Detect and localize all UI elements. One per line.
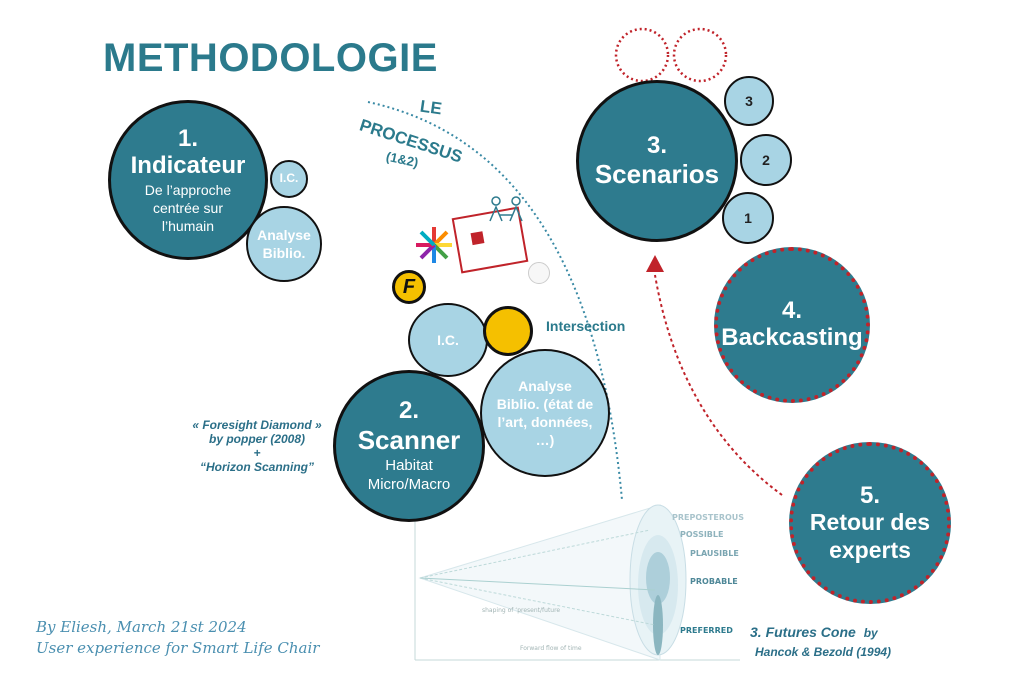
indicator-title: Indicateur	[130, 152, 246, 180]
foresight-line1: « Foresight Diamond »	[192, 418, 322, 432]
indicator-subtitle: De l’approche centrée sur l’humain	[144, 181, 232, 235]
indicator-circle: 1. Indicateur De l’approche centrée sur …	[108, 100, 268, 260]
foresight-line4: “Horizon Scanning”	[200, 460, 314, 474]
scenarios-circle: 3. Scenarios	[576, 80, 738, 242]
meeting-icon	[489, 196, 523, 222]
scanner-line2: Micro/Macro	[367, 476, 451, 494]
scenario-1-label: 1	[744, 210, 752, 226]
indicator-biblio-circle: Analyse Biblio.	[246, 206, 322, 282]
page-title: METHODOLOGIE	[103, 36, 438, 80]
scenario-3-circle: 3	[724, 76, 774, 126]
foresight-note: « Foresight Diamond » by popper (2008) +…	[182, 418, 332, 474]
scanner-line1: Habitat	[385, 456, 433, 474]
cone-label-probable: PROBABLE	[690, 577, 738, 586]
small-logo-icon	[528, 262, 550, 284]
foresight-line3: +	[253, 446, 261, 460]
intersection-label: Intersection	[546, 318, 626, 334]
scenario-3-label: 3	[745, 93, 753, 109]
scenarios-number: 3.	[646, 131, 667, 159]
f-logo-icon: F	[392, 270, 426, 304]
school-logo-mark	[470, 231, 485, 246]
backcasting-number: 4.	[781, 296, 802, 324]
svg-text:shaping of ‘present/future: shaping of ‘present/future	[482, 607, 560, 614]
feedback-arrow	[654, 274, 783, 496]
backcasting-circle: 4. Backcasting	[714, 247, 870, 403]
scanner-ic-label: I.C.	[437, 331, 459, 348]
intersection-circle	[483, 306, 533, 356]
cone-caption-by: by	[863, 626, 878, 640]
scenario-2-label: 2	[762, 152, 770, 168]
experts-number: 5.	[859, 481, 880, 509]
arrow-head	[646, 255, 664, 272]
cone-label-plausible: PLAUSIBLE	[690, 549, 739, 558]
scanner-biblio-circle: Analyse Biblio. (état de l’art, données,…	[480, 349, 610, 477]
indicator-ic-label: I.C.	[279, 171, 299, 186]
process-label-le: LE	[418, 96, 444, 119]
experts-title: Retour des experts	[809, 509, 931, 563]
color-wheel-logo	[416, 227, 452, 263]
byline-line2: User experience for Smart Life Chair	[36, 639, 320, 657]
cone-credit: Hancok & Bezold (1994)	[755, 645, 892, 659]
scanner-ic-circle: I.C.	[408, 303, 488, 377]
scanner-number: 2.	[398, 397, 419, 425]
cone-label-possible: POSSIBLE	[680, 530, 723, 539]
cone-caption-title: 3. Futures Cone	[750, 624, 856, 640]
scanner-circle: 2. Scanner Habitat Micro/Macro	[333, 370, 485, 522]
red-empty-circle-2	[672, 27, 728, 83]
foresight-line2: by popper (2008)	[208, 432, 306, 446]
backcasting-title: Backcasting	[721, 324, 863, 352]
svg-text:Forward flow of time: Forward flow of time	[520, 645, 582, 652]
scanner-biblio-label: Analyse Biblio. (état de l’art, données,…	[496, 377, 594, 449]
scenarios-title: Scenarios	[594, 159, 720, 190]
cone-caption: 3. Futures Cone by	[750, 624, 878, 640]
indicator-number: 1.	[177, 124, 198, 152]
scenario-2-circle: 2	[740, 134, 792, 186]
scanner-title: Scanner	[357, 424, 461, 455]
experts-circle: 5. Retour des experts	[789, 442, 951, 604]
cone-label-preposterous: PREPOSTEROUS	[672, 513, 744, 522]
indicator-biblio-label: Analyse Biblio.	[257, 226, 311, 261]
futures-cone-graphic: shaping of ‘present/future Forward flow …	[414, 500, 740, 661]
indicator-ic-circle: I.C.	[270, 160, 308, 198]
cone-label-preferred: PREFERRED	[680, 626, 733, 635]
scenario-1-circle: 1	[722, 192, 774, 244]
byline-line1: By Eliesh, March 21st 2024	[36, 618, 247, 636]
red-empty-circle-1	[614, 27, 670, 83]
f-logo-letter: F	[402, 275, 416, 298]
